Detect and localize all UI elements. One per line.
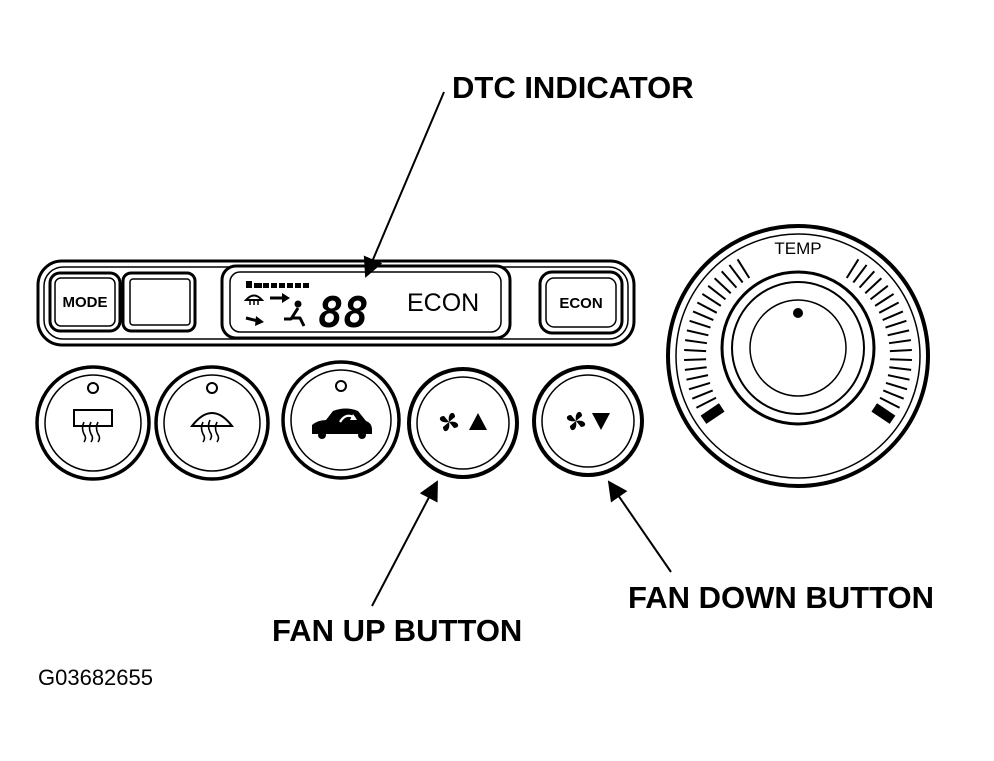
fan-down-button[interactable]	[532, 365, 644, 477]
temp-knob[interactable]: TEMP	[666, 224, 930, 488]
front-defrost-icon	[189, 412, 235, 443]
temp-scale-tick	[871, 403, 896, 424]
temp-scale-tick	[707, 285, 727, 301]
recirculation-car-icon	[312, 408, 372, 439]
temp-scale-tick	[845, 258, 860, 279]
fan-up-icon	[439, 412, 487, 432]
lcd-floor-arrow-icon	[245, 316, 264, 326]
fan-down-icon	[566, 411, 610, 431]
temp-scale-tick	[695, 396, 717, 409]
temp-scale-tick	[885, 381, 908, 391]
temp-scale-tick	[864, 277, 883, 294]
temp-scale-tick	[882, 310, 904, 321]
temp-scale-tick	[728, 264, 744, 284]
temp-scale-tick	[684, 349, 707, 353]
temp-scale-tick	[700, 403, 725, 424]
temp-knob-pointer	[793, 308, 803, 318]
temp-scale-tick	[684, 366, 707, 371]
temp-scale-tick	[684, 339, 708, 345]
econ-button-label: ECON	[559, 295, 602, 312]
temp-scale-tick	[887, 374, 910, 381]
lcd-seated-person-icon	[284, 300, 306, 327]
lcd-econ-text: ECON	[407, 289, 479, 317]
temp-scale-tick	[852, 264, 868, 284]
recirculation-button[interactable]	[281, 360, 401, 480]
fan-down-button-callout: FAN DOWN BUTTON	[628, 580, 934, 615]
econ-button[interactable]: ECON	[538, 270, 624, 335]
temp-scale-tick	[696, 301, 718, 314]
figure-id: G03682655	[38, 665, 153, 690]
dtc-indicator-callout: DTC INDICATOR	[452, 70, 694, 105]
temp-scale-tick	[882, 389, 905, 400]
temp-scale-tick	[858, 270, 876, 289]
temp-scale-tick	[688, 381, 711, 391]
mode-button-label: MODE	[63, 294, 108, 311]
temp-scale-tick	[889, 366, 912, 371]
temp-scale-tick	[874, 293, 895, 307]
temp-scale-tick	[885, 319, 907, 329]
temp-scale-tick	[691, 389, 714, 400]
temp-scale-tick	[887, 329, 910, 337]
rear-defrost-button[interactable]	[35, 365, 151, 481]
dtc-indicator-leader-line	[363, 91, 445, 278]
fan-up-button-callout: FAN UP BUTTON	[272, 613, 522, 648]
blank-button[interactable]	[121, 271, 197, 333]
temp-scale-tick	[692, 310, 714, 321]
lcd-defrost-icon	[243, 294, 265, 305]
fan-down-leader-line	[607, 480, 672, 573]
temp-scale-tick	[869, 285, 889, 301]
lcd-digits: 88	[318, 288, 369, 337]
temp-scale-tick	[684, 358, 707, 361]
temp-scale-tick	[701, 293, 722, 307]
temp-scale-tick	[879, 396, 901, 409]
fan-up-leader-line	[371, 480, 438, 607]
temp-scale-tick	[686, 329, 709, 337]
fan-up-button[interactable]	[407, 367, 519, 479]
temp-scale-tick	[713, 277, 732, 294]
front-defrost-button[interactable]	[154, 365, 270, 481]
mode-button[interactable]: MODE	[48, 271, 122, 333]
temp-scale-tick	[888, 339, 912, 345]
temp-scale-ticks	[684, 258, 912, 424]
lcd-vent-arrow-icon	[270, 293, 290, 303]
rear-defrost-icon	[73, 409, 113, 443]
temp-scale-tick	[736, 258, 751, 279]
lcd-display: 88 ECON	[220, 264, 512, 340]
temp-scale-tick	[689, 319, 711, 329]
temp-scale-tick	[720, 270, 738, 289]
temp-label: TEMP	[774, 239, 821, 258]
temp-scale-tick	[889, 358, 912, 361]
lcd-fan-bar-icon	[246, 281, 309, 288]
temp-scale-tick	[878, 301, 900, 314]
temp-scale-tick	[686, 374, 709, 381]
temp-scale-tick	[889, 349, 912, 353]
